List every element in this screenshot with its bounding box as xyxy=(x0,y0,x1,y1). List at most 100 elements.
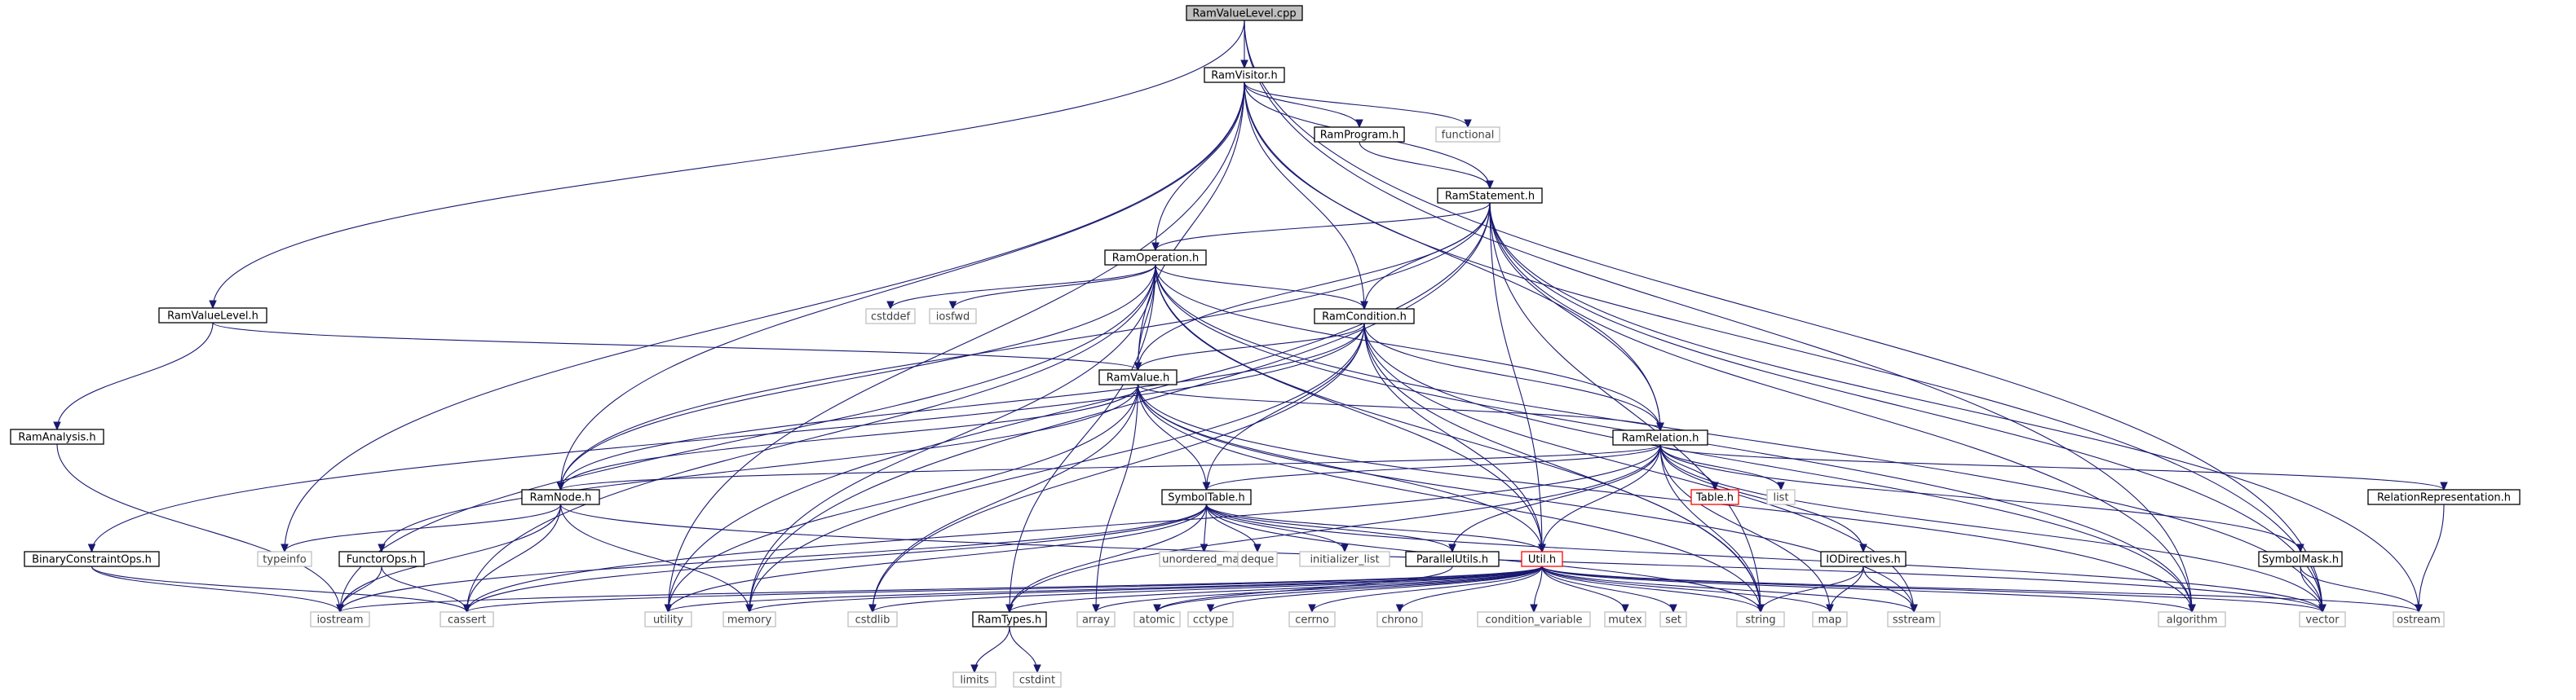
node-memory: memory xyxy=(722,611,776,627)
node-label: SymbolMask.h xyxy=(2262,554,2339,566)
edge-ramvalue-h-to-algorithm xyxy=(1137,384,2196,614)
edge-ramoperation-h-to-ramtypes-h xyxy=(1005,264,1156,614)
node-box xyxy=(1299,551,1390,567)
edge-ramrelation-h-to-relationrepresentation-h xyxy=(1659,444,2448,491)
node-box xyxy=(1612,429,1708,446)
node-ramvaluelevel-h[interactable]: RamValueLevel.h xyxy=(158,307,267,324)
node-ramvisitor-h[interactable]: RamVisitor.h xyxy=(1204,67,1285,83)
edge-ramvalue-h-to-array xyxy=(1092,384,1139,614)
node-symbolmask-h[interactable]: SymbolMask.h xyxy=(2258,551,2343,567)
node-box xyxy=(1288,611,1336,627)
node-label: mutex xyxy=(1608,614,1642,627)
edge-util-h-to-cctype xyxy=(1206,566,1543,614)
node-label: memory xyxy=(727,614,772,627)
node-relationrepresentation-h[interactable]: RelationRepresentation.h xyxy=(2367,489,2521,505)
node-ramstatement-h[interactable]: RamStatement.h xyxy=(1437,187,1543,204)
edge-util-h-to-chrono xyxy=(1395,566,1543,614)
node-atomic: atomic xyxy=(1133,611,1181,627)
node-list: list xyxy=(1766,489,1796,505)
node-ramnode-h[interactable]: RamNode.h xyxy=(521,489,600,505)
node-ramcondition-h[interactable]: RamCondition.h xyxy=(1314,308,1415,324)
node-label: sstream xyxy=(1893,614,1935,627)
node-parallelutils-h[interactable]: ParallelUtils.h xyxy=(1405,551,1500,567)
node-typeinfo: typeinfo xyxy=(257,551,312,567)
node-util-h[interactable]: Util.h xyxy=(1521,551,1563,567)
node-label: cstdlib xyxy=(855,614,890,627)
edge-ramoperation-h-to-cstddef xyxy=(886,264,1156,310)
node-ramrelation-h[interactable]: RamRelation.h xyxy=(1612,429,1708,446)
node-box xyxy=(1187,611,1234,627)
node-label: chrono xyxy=(1381,614,1418,627)
node-ostream: ostream xyxy=(2393,611,2445,627)
node-box xyxy=(1435,126,1500,143)
node-label: RamStatement.h xyxy=(1445,191,1535,203)
node-box xyxy=(1376,611,1423,627)
node-symboltable-h[interactable]: SymbolTable.h xyxy=(1161,489,1252,505)
edges-layer xyxy=(53,20,2448,674)
node-ramoperation-h[interactable]: RamOperation.h xyxy=(1104,249,1207,266)
node-label: IODirectives.h xyxy=(1826,554,1900,566)
node-box xyxy=(1887,611,1941,627)
node-cctype: cctype xyxy=(1187,611,1234,627)
node-functorops-h[interactable]: FunctorOps.h xyxy=(338,551,425,567)
node-iodirectives-h[interactable]: IODirectives.h xyxy=(1820,551,1907,567)
node-binaryconstraintops-h[interactable]: BinaryConstraintOps.h xyxy=(24,551,160,567)
edge-ramstatement-h-to-util-h xyxy=(1489,202,1546,553)
edge-ramrelation-h-to-list xyxy=(1659,444,1785,491)
edge-ramtypes-h-to-limits xyxy=(970,626,1010,674)
node-box xyxy=(1186,5,1303,21)
node-chrono: chrono xyxy=(1376,611,1423,627)
edge-ramprogram-h-to-ramstatement-h xyxy=(1359,141,1494,190)
node-box xyxy=(158,307,267,324)
edge-symboltable-h-to-initializer-list xyxy=(1205,504,1349,553)
node-label: RamValue.h xyxy=(1107,372,1169,385)
node-label: deque xyxy=(1241,554,1275,566)
node-label: cstddef xyxy=(871,311,911,324)
node-box xyxy=(521,489,600,505)
node-box xyxy=(1314,308,1415,324)
node-label: iostream xyxy=(316,614,363,627)
node-label: list xyxy=(1773,492,1788,504)
node-box xyxy=(1237,551,1278,567)
node-unordered-map: unordered_map xyxy=(1159,551,1249,567)
node-box xyxy=(2158,611,2226,627)
edge-binaryconstraintops-h-to-cassert xyxy=(91,566,471,614)
edge-ramoperation-h-to-iosfwd xyxy=(948,264,1156,310)
node-vector: vector xyxy=(2299,611,2346,627)
edge-util-h-to-iostream xyxy=(336,566,1543,614)
edge-ramnode-h-to-cassert xyxy=(462,504,562,614)
edge-symboltable-h-to-cassert xyxy=(462,504,1208,614)
node-ramtypes-h[interactable]: RamTypes.h xyxy=(972,611,1047,627)
node-box xyxy=(1437,187,1543,204)
node-ramprogram-h[interactable]: RamProgram.h xyxy=(1314,126,1405,143)
edge-util-h-to-memory xyxy=(745,566,1543,614)
node-label: cctype xyxy=(1193,614,1228,627)
node-label: iosfwd xyxy=(936,311,970,324)
node-ramanalysis-h[interactable]: RamAnalysis.h xyxy=(10,429,104,445)
node-box xyxy=(1604,611,1646,627)
node-map: map xyxy=(1812,611,1848,627)
edge-ramstatement-h-to-ramvalue-h xyxy=(1133,202,1491,372)
edge-ramrelation-h-to-symbolmask-h xyxy=(1659,444,2304,553)
node-label: map xyxy=(1818,614,1842,627)
edge-util-h-to-array xyxy=(1092,566,1543,614)
node-label: ParallelUtils.h xyxy=(1416,554,1488,566)
node-array: array xyxy=(1076,611,1116,627)
node-box xyxy=(1766,489,1796,505)
node-table-h[interactable]: Table.h xyxy=(1690,489,1739,505)
node-ramvaluelevel-cpp[interactable]: RamValueLevel.cpp xyxy=(1186,5,1303,21)
node-ramvalue-h[interactable]: RamValue.h xyxy=(1098,369,1178,385)
edge-ramvisitor-h-to-typeinfo xyxy=(281,81,1245,553)
node-label: cassert xyxy=(448,614,486,627)
edge-util-h-to-condition-variable xyxy=(1530,566,1543,614)
node-box xyxy=(929,308,977,324)
edge-symboltable-h-to-parallelutils-h xyxy=(1205,504,1456,553)
edge-ramstatement-h-to-ramnode-h xyxy=(556,202,1491,491)
edge-ramvisitor-h-to-functional xyxy=(1244,81,1472,129)
node-box xyxy=(1314,126,1405,143)
node-label: cstdint xyxy=(1019,675,1055,687)
nodes-layer: RamValueLevel.cppRamVisitor.hRamValueLev… xyxy=(10,5,2521,688)
node-label: functional xyxy=(1442,130,1495,142)
node-label: RamOperation.h xyxy=(1112,253,1199,265)
